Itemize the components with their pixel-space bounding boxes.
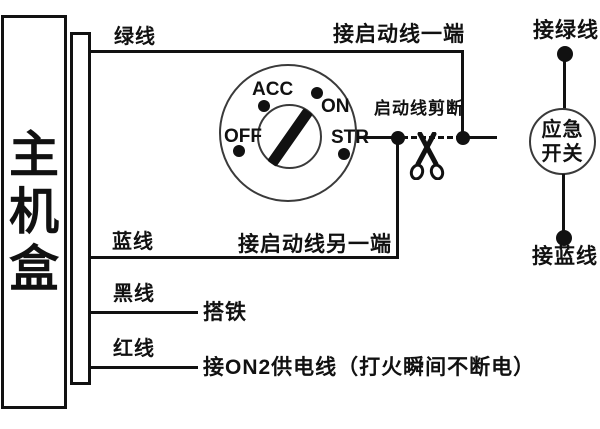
black-wire-line bbox=[91, 311, 198, 314]
ground-label: 搭铁 bbox=[203, 301, 247, 324]
starter-wire-one-end-label: 接启动线一端 bbox=[333, 23, 465, 46]
str-position-dot bbox=[338, 148, 350, 160]
emergency-bottom-terminal-dot bbox=[556, 230, 572, 246]
connect-blue-wire-label: 接蓝线 bbox=[532, 245, 598, 268]
on-position-dot bbox=[311, 87, 323, 99]
emergency-bottom-line bbox=[562, 174, 565, 238]
cut-note-label: 启动线剪断 bbox=[374, 99, 464, 118]
emergency-switch-label-line1: 应急 bbox=[541, 118, 584, 141]
main-box-char: 盒 bbox=[9, 240, 59, 297]
acc-position-dot bbox=[258, 100, 270, 112]
main-box-char: 机 bbox=[9, 183, 59, 240]
main-box-char: 主 bbox=[9, 126, 59, 183]
str-wire-line bbox=[359, 136, 399, 139]
red-wire-label: 红线 bbox=[113, 338, 155, 360]
red-wire-line bbox=[91, 366, 198, 369]
emergency-top-line bbox=[563, 54, 566, 110]
green-wire-vertical bbox=[461, 50, 464, 138]
on2-power-label: 接ON2供电线（打火瞬间不断电） bbox=[203, 356, 536, 379]
black-wire-label: 黑线 bbox=[113, 283, 155, 305]
emergency-switch-label-line2: 开关 bbox=[541, 142, 584, 165]
junction-dot-right bbox=[456, 131, 470, 145]
blue-wire-vertical bbox=[396, 137, 399, 259]
connector-strip bbox=[70, 32, 91, 385]
scissors-icon bbox=[409, 132, 445, 180]
blue-wire-label: 蓝线 bbox=[112, 231, 154, 253]
emergency-switch: 应急 开关 bbox=[529, 108, 596, 175]
connect-green-wire-label: 接绿线 bbox=[533, 19, 599, 42]
ignition-pos-str: STR bbox=[331, 127, 369, 148]
green-wire-label: 绿线 bbox=[114, 26, 156, 48]
ignition-pos-acc: ACC bbox=[252, 79, 294, 100]
starter-wire-other-end-label: 接启动线另一端 bbox=[238, 233, 392, 256]
starter-wire-stub bbox=[463, 136, 497, 139]
ignition-pos-off: OFF bbox=[224, 126, 262, 147]
ignition-pos-on: ON bbox=[321, 96, 350, 117]
green-wire-line bbox=[91, 50, 464, 53]
main-unit-box: 主 机 盒 bbox=[1, 15, 67, 409]
blue-wire-line bbox=[91, 256, 399, 259]
off-position-dot bbox=[233, 145, 245, 157]
